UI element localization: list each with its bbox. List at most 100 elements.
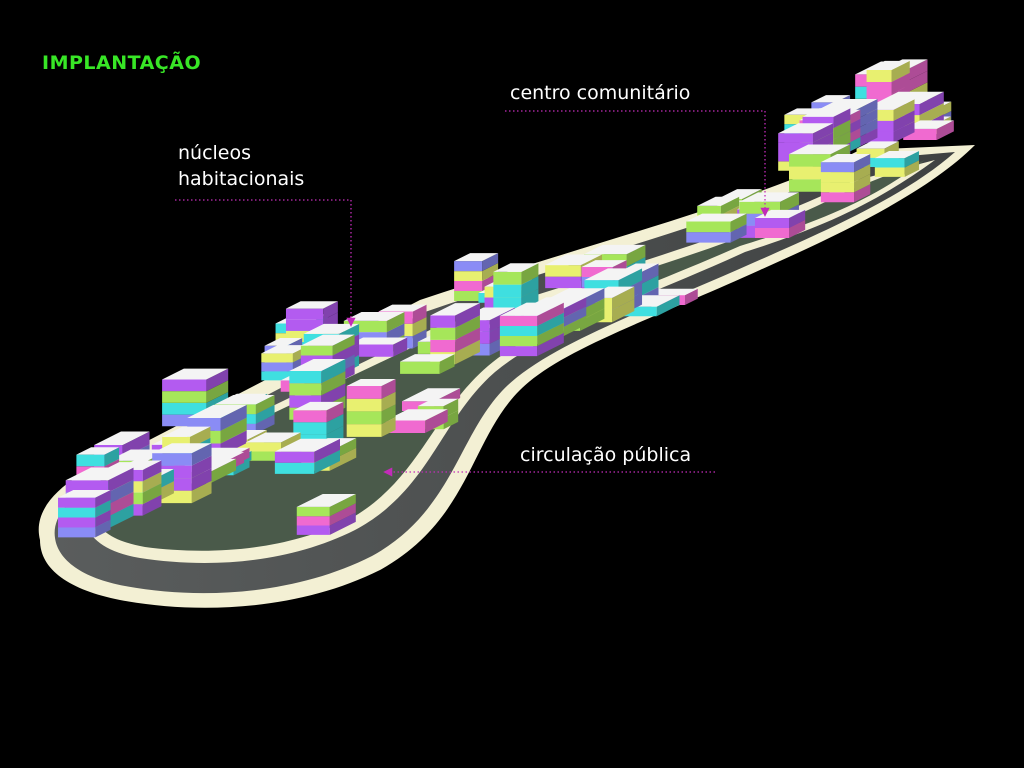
- building-face: [493, 284, 522, 298]
- building-face: [521, 276, 539, 298]
- building-face: [874, 158, 905, 168]
- building-face: [820, 182, 855, 193]
- building-face: [545, 254, 603, 266]
- building-face: [545, 276, 581, 289]
- building-face: [493, 297, 522, 311]
- building-face: [162, 426, 211, 437]
- building-face: [454, 261, 483, 272]
- building-face: [108, 503, 134, 529]
- building-face: [285, 301, 338, 309]
- building-face: [454, 291, 483, 301]
- building-face: [152, 453, 192, 466]
- building-face: [293, 410, 327, 423]
- building-face: [545, 265, 581, 277]
- building-face: [321, 383, 346, 408]
- building-face: [381, 417, 396, 437]
- building-face: [162, 402, 207, 415]
- building-face: [412, 304, 427, 324]
- building-face: [261, 353, 293, 363]
- building-face: [329, 503, 356, 526]
- building-face: [788, 179, 831, 192]
- building-face: [637, 263, 659, 286]
- building-face: [289, 371, 322, 384]
- building-face: [95, 509, 111, 528]
- building-face: [866, 60, 910, 71]
- building-face: [94, 431, 150, 445]
- building-face: [903, 120, 954, 129]
- building-face: [697, 205, 721, 215]
- building-face: [919, 91, 944, 116]
- label-centro-comunitario: centro comunitário: [510, 82, 691, 104]
- building-face: [378, 304, 427, 312]
- building-face: [637, 275, 659, 298]
- building-face: [893, 121, 915, 143]
- building-face: [191, 455, 212, 479]
- building-face: [285, 319, 324, 331]
- building-face: [425, 409, 448, 433]
- building-face: [65, 480, 109, 493]
- building-face: [936, 120, 954, 140]
- building-face: [866, 99, 915, 110]
- building-face: [684, 288, 698, 306]
- building-face: [720, 196, 740, 215]
- building-face: [730, 213, 747, 233]
- building-face: [854, 164, 871, 183]
- building-face: [191, 443, 212, 466]
- building-face: [187, 404, 247, 419]
- building-face: [115, 460, 162, 470]
- building-face: [314, 438, 340, 463]
- building-face: [854, 174, 871, 193]
- building-face: [893, 99, 915, 121]
- building-face: [499, 336, 538, 347]
- building-face: [430, 303, 480, 316]
- building-face: [346, 398, 382, 412]
- building-face: [289, 383, 322, 396]
- building-face: [274, 438, 340, 452]
- building-face: [412, 316, 427, 337]
- building-face: [820, 172, 855, 183]
- leader-nucleos: [175, 199, 356, 327]
- building-face: [893, 110, 915, 132]
- building-face: [874, 150, 919, 159]
- building-face: [521, 263, 539, 285]
- building-face: [76, 454, 105, 467]
- building-face: [854, 154, 871, 173]
- building-face: [296, 506, 330, 517]
- page-title: IMPLANTAÇÃO: [42, 52, 202, 74]
- building-face: [189, 426, 211, 449]
- building-face: [296, 516, 330, 526]
- label-nucleos-line2: habitacionais: [178, 168, 305, 190]
- building-face: [393, 337, 408, 357]
- building-face: [296, 493, 356, 507]
- building-face: [321, 371, 346, 396]
- building-face: [580, 308, 605, 331]
- building-face: [220, 404, 247, 431]
- buildings-layer: [58, 59, 954, 538]
- building-face: [255, 404, 275, 424]
- building-face: [454, 253, 499, 262]
- building-face: [904, 70, 928, 94]
- building-face: [142, 460, 162, 482]
- building-face: [191, 468, 212, 491]
- building-face: [866, 70, 892, 82]
- building-face: [904, 160, 919, 177]
- building-face: [537, 312, 564, 337]
- building-face: [400, 354, 455, 362]
- building-face: [296, 525, 330, 535]
- building-face: [255, 414, 275, 434]
- building-face: [349, 344, 394, 357]
- building-face: [293, 422, 327, 435]
- label-circulacao-publica: circulação pública: [520, 444, 692, 466]
- building-face: [584, 268, 643, 281]
- building-face: [381, 404, 396, 425]
- building-face: [255, 395, 275, 415]
- building-face: [162, 391, 207, 403]
- building-face: [381, 391, 396, 412]
- building-face: [430, 315, 456, 328]
- building-face: [209, 458, 237, 484]
- building-face: [618, 268, 643, 293]
- building-face: [780, 192, 799, 214]
- building-face: [612, 286, 635, 311]
- building-face: [293, 401, 344, 411]
- building-face: [439, 354, 455, 374]
